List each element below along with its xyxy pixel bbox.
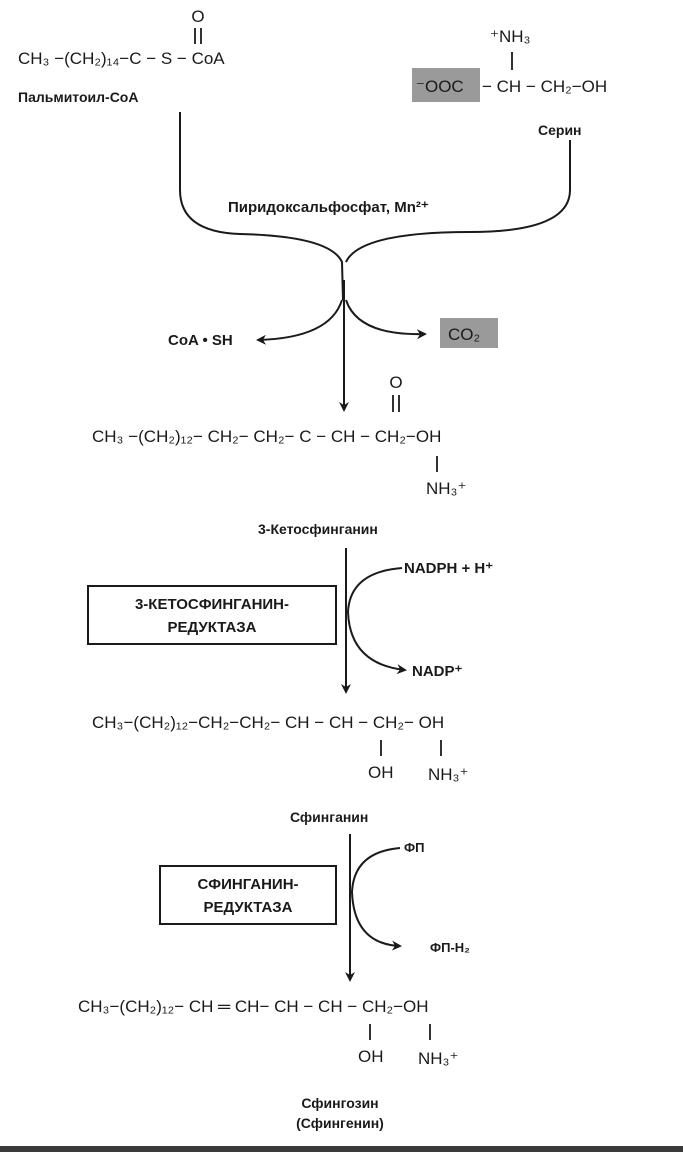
ketosphinganine-reductase-line2: РЕДУКТАЗА — [167, 619, 256, 636]
ketosphinganine-formula: CH₃ −(CH₂)₁₂− CH₂− CH₂− C − CH − CH₂−OH — [92, 427, 441, 446]
fp-arc — [350, 847, 402, 951]
carboxylate-highlight — [412, 68, 480, 102]
sphinganine-reductase-line2: РЕДУКТАЗА — [203, 899, 292, 916]
sphinganine: CH₃−(CH₂)₁₂−CH₂−CH₂− CH − CH − CH₂− OH O… — [92, 713, 468, 825]
sphinganine-hydroxyl: OH — [368, 763, 394, 782]
keto-oxygen: O — [389, 373, 402, 392]
sphingosine-formula: CH₃−(CH₂)₁₂− CH ═ CH− CH − CH − CH₂−OH — [78, 997, 429, 1016]
serine-ammonium: ⁺NH₃ — [490, 27, 530, 46]
condensation-arrows: Пиридоксальфосфат, Mn²⁺ CoA • SH CO₂ — [168, 112, 571, 412]
palmitoyl-coa: O CH₃ −(CH₂)₁₄−C − S − CoA Пальмитоил-Co… — [18, 7, 225, 105]
co2-product: CO₂ — [448, 325, 480, 344]
sphingenine-name: (Сфингенин) — [296, 1115, 384, 1131]
ketosphinganine-reductase-box — [87, 585, 337, 645]
coash-arrow — [256, 299, 343, 345]
coash-product: CoA • SH — [168, 332, 233, 349]
fp-input: ФП — [404, 840, 424, 855]
nadph-arc — [346, 567, 407, 675]
sphingosine-hydroxyl: OH — [358, 1047, 384, 1066]
sphinganine-reductase-box — [159, 865, 337, 925]
co2-arrow — [345, 299, 427, 340]
palmitoyl-arc — [179, 112, 344, 301]
nadph-input: NADPH + H⁺ — [404, 560, 493, 577]
nadp-output: NADP⁺ — [412, 663, 463, 680]
palmitoyl-formula: CH₃ −(CH₂)₁₄−C − S − CoA — [18, 49, 225, 68]
serine-name: Серин — [538, 122, 582, 138]
sphinganine-name: Сфинганин — [290, 809, 368, 825]
serine-chain: − CH − CH₂−OH — [482, 77, 607, 96]
ketosphinganine-name: 3-Кетосфинганин — [258, 521, 378, 537]
reduction-step-2: ФП ФП-H₂ СФИНГАНИН- РЕДУКТАЗА — [159, 834, 470, 982]
palmitoyl-name: Пальмитоил-CoA — [18, 89, 138, 105]
sphingosine: CH₃−(CH₂)₁₂− CH ═ CH− CH − CH − CH₂−OH O… — [78, 997, 458, 1131]
sphinganine-ammonium: NH₃⁺ — [428, 765, 468, 784]
sphingosine-ammonium: NH₃⁺ — [418, 1049, 458, 1068]
sphingosine-name: Сфингозин — [301, 1095, 378, 1111]
serine-carboxylate: ⁻OOC — [416, 77, 464, 96]
serine-arc — [345, 140, 571, 263]
keto-ammonium: NH₃⁺ — [426, 479, 466, 498]
co2-highlight — [440, 318, 498, 348]
pyridoxal-phosphate-cofactor: Пиридоксальфосфат, Mn²⁺ — [228, 199, 429, 216]
sphinganine-reductase-line1: СФИНГАНИН- — [197, 876, 298, 893]
sphinganine-formula: CH₃−(CH₂)₁₂−CH₂−CH₂− CH − CH − CH₂− OH — [92, 713, 444, 732]
ketosphinganine: O CH₃ −(CH₂)₁₂− CH₂− CH₂− C − CH − CH₂−O… — [92, 373, 466, 537]
palmitoyl-carbonyl-oxygen: O — [191, 7, 204, 26]
reduction-step-1: NADPH + H⁺ NADP⁺ 3-КЕТОСФИНГАНИН- РЕДУКТ… — [87, 548, 493, 694]
serine: ⁺NH₃ ⁻OOC − CH − CH₂−OH Серин — [412, 27, 607, 138]
fp-h2-output: ФП-H₂ — [430, 940, 470, 955]
ketosphinganine-reductase-line1: 3-КЕТОСФИНГАНИН- — [135, 596, 289, 613]
page-bottom-border — [0, 1146, 683, 1152]
